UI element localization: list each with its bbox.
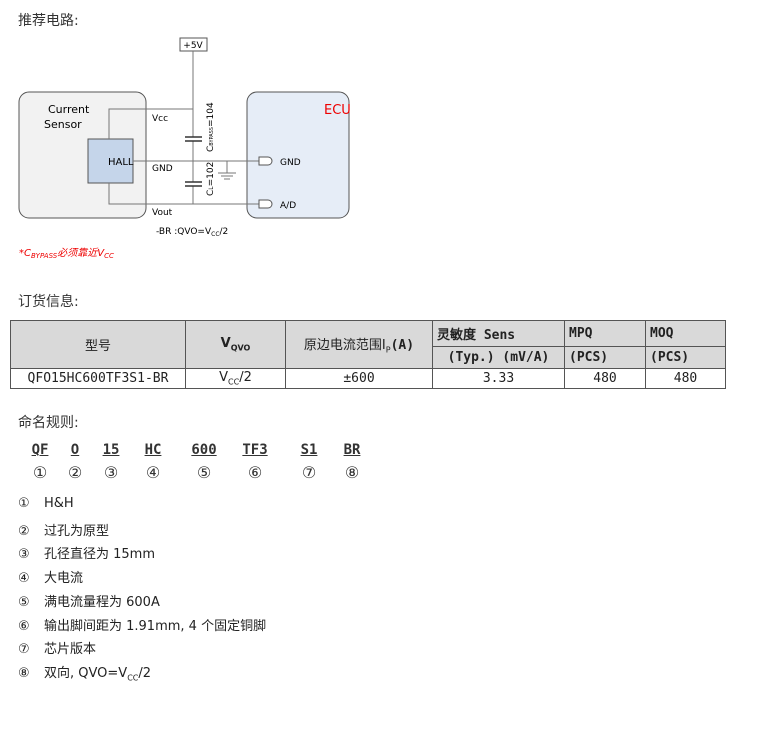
svg-text:Sensor: Sensor bbox=[44, 118, 82, 131]
code-index: ⑥ bbox=[247, 463, 263, 482]
rule-item: ① H&H bbox=[18, 496, 74, 511]
code-segment: HC bbox=[144, 442, 162, 458]
svg-text:GND: GND bbox=[152, 164, 173, 174]
gnd-connector bbox=[258, 156, 273, 166]
rule-item: ② 过孔为原型 bbox=[18, 520, 109, 539]
rule-text: H&H bbox=[44, 496, 74, 511]
svg-text:Vcc: Vcc bbox=[152, 114, 168, 124]
rule-text: 过孔为原型 bbox=[44, 523, 110, 539]
rule-text: 大电流 bbox=[44, 571, 84, 587]
th-model: 型号 bbox=[10, 320, 186, 369]
th-mpq: MPQ bbox=[564, 320, 646, 347]
ecu-box bbox=[246, 91, 350, 219]
svg-text:HALL: HALL bbox=[108, 157, 134, 168]
rule-item: ④ 大电流 bbox=[18, 567, 83, 586]
table-row: QFO15HC600TF3S1-BR VCC/2 ±600 3.33 480 4… bbox=[10, 368, 726, 389]
svg-text:Current: Current bbox=[48, 103, 90, 116]
code-index: ④ bbox=[145, 463, 161, 482]
rule-item: ⑥ 输出脚间距为 1.91mm, 4 个固定铜脚 bbox=[18, 615, 266, 634]
ad-connector bbox=[258, 199, 273, 209]
code-index: ⑤ bbox=[196, 463, 212, 482]
code-index: ① bbox=[32, 463, 48, 482]
svg-text:+5V: +5V bbox=[183, 41, 203, 51]
rule-index: ④ bbox=[18, 571, 30, 587]
code-index: ⑧ bbox=[344, 463, 360, 482]
th-vqvo: VQVO bbox=[185, 320, 286, 369]
rule-index: ① bbox=[18, 496, 30, 511]
code-segment: BR bbox=[343, 442, 361, 458]
rule-index: ⑤ bbox=[18, 594, 30, 610]
section-title-order: 订货信息: bbox=[18, 294, 79, 310]
rule-text: 芯片版本 bbox=[44, 642, 97, 658]
rule-index: ② bbox=[18, 523, 30, 539]
code-segment: 600 bbox=[191, 442, 217, 458]
svg-text:CBYPASS=104: CBYPASS=104 bbox=[206, 102, 216, 152]
rule-index: ⑧ bbox=[18, 665, 30, 681]
th-range: 原边电流范围IP(A) bbox=[285, 320, 433, 369]
svg-text:*CBYPASS必须靠近VCC: *CBYPASS必须靠近VCC bbox=[19, 247, 114, 260]
rule-index: ③ bbox=[18, 547, 30, 563]
order-table: 型号 VQVO 原边电流范围IP(A) 灵敏度 Sens MPQ MOQ (Ty… bbox=[10, 320, 726, 389]
rule-item: ⑤ 满电流量程为 600A bbox=[18, 591, 160, 610]
code-segment: 15 bbox=[102, 442, 120, 458]
rule-index: ⑦ bbox=[18, 642, 30, 658]
rule-text: 孔径直径为 15mm bbox=[44, 547, 156, 563]
section-title-circuit: 推荐电路: bbox=[18, 13, 79, 29]
rule-text: 输出脚间距为 1.91mm, 4 个固定铜脚 bbox=[44, 618, 267, 634]
code-segment: QF bbox=[31, 442, 49, 458]
code-index: ⑦ bbox=[301, 463, 317, 482]
svg-text:Vout: Vout bbox=[152, 208, 173, 218]
section-title-naming: 命名规则: bbox=[18, 415, 79, 431]
svg-text:A/D: A/D bbox=[280, 201, 296, 211]
rule-index: ⑥ bbox=[18, 618, 30, 634]
circuit-diagram: +5V Current Sensor HALL ECU Vcc GND Vout… bbox=[18, 37, 351, 260]
current-sensor-box bbox=[18, 91, 147, 219]
svg-text:ECU: ECU bbox=[324, 103, 351, 118]
rule-item: ③ 孔径直径为 15mm bbox=[18, 543, 155, 562]
th-moq: MOQ bbox=[645, 320, 726, 347]
rule-text: 双向, QVO=V bbox=[44, 665, 128, 681]
code-index: ② bbox=[67, 463, 83, 482]
rule-text: 满电流量程为 600A bbox=[44, 594, 160, 610]
svg-text:-BR :QVO=VCC/2: -BR :QVO=VCC/2 bbox=[156, 227, 228, 238]
code-segment: O bbox=[70, 442, 80, 458]
code-segment: S1 bbox=[300, 442, 318, 458]
rule-item: ⑦ 芯片版本 bbox=[18, 638, 96, 657]
code-index: ③ bbox=[103, 463, 119, 482]
svg-text:GND: GND bbox=[280, 158, 301, 168]
code-segment: TF3 bbox=[242, 442, 268, 458]
th-sens: 灵敏度 Sens bbox=[432, 320, 565, 347]
svg-text:CL=102: CL=102 bbox=[206, 162, 216, 196]
